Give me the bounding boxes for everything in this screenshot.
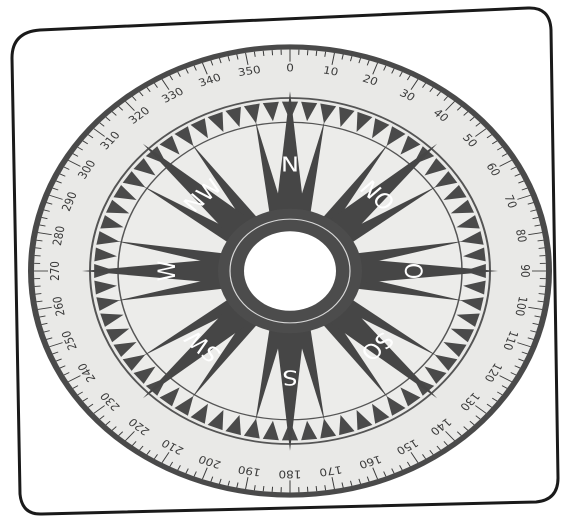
degree-label: 0 bbox=[286, 62, 294, 74]
degree-label: 90 bbox=[518, 264, 532, 277]
degree-tick bbox=[35, 248, 41, 249]
degree-tick bbox=[539, 294, 545, 295]
degree-tick bbox=[35, 294, 41, 295]
degree-label: 270 bbox=[49, 261, 63, 281]
degree-tick bbox=[316, 51, 317, 56]
degree-label: 10 bbox=[322, 64, 339, 78]
degree-tick bbox=[316, 486, 317, 491]
degree-label: 180 bbox=[279, 468, 302, 480]
degree-label: 80 bbox=[513, 228, 529, 243]
direction-label-w: W bbox=[154, 261, 182, 282]
direction-label-s: S bbox=[282, 365, 297, 389]
degree-tick bbox=[263, 51, 264, 56]
compass-rose: 0102030405060708090100110120130140150160… bbox=[28, 44, 552, 497]
direction-label-o: O bbox=[399, 263, 427, 279]
center-hole bbox=[244, 231, 336, 311]
direction-label-n: N bbox=[281, 153, 299, 177]
degree-tick bbox=[263, 486, 264, 491]
degree-tick bbox=[539, 248, 545, 249]
